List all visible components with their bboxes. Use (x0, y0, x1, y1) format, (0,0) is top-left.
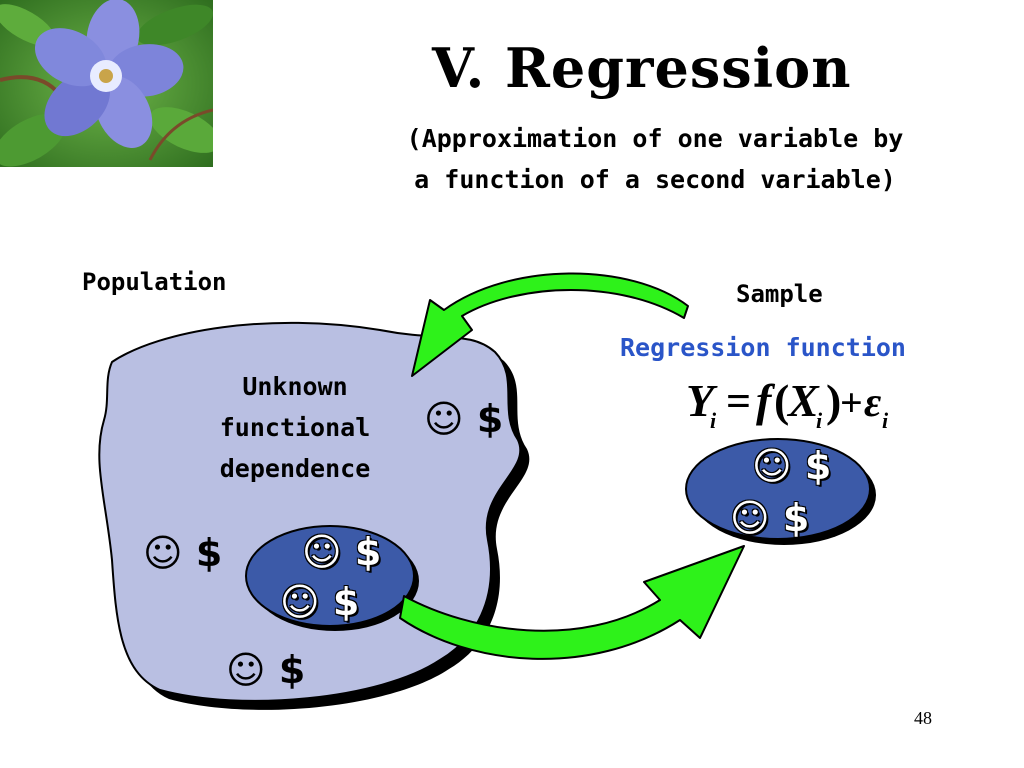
regression-equation: Y i = f ( X i ) + ε i (686, 375, 889, 433)
equation-epsilon: ε (864, 380, 881, 426)
page-number: 48 (914, 708, 932, 728)
equation-x-sub: i (816, 408, 823, 433)
unknown-dependence-label: Unknown functional dependence (219, 372, 371, 483)
equation-x: X (786, 375, 820, 426)
curved-arrow-icon (399, 545, 745, 660)
sample-label: Sample (736, 280, 823, 308)
equation-y-sub: i (710, 408, 717, 433)
subtitle-line: a function of a second variable) (414, 165, 896, 194)
equation-epsilon-sub: i (882, 408, 889, 433)
population-pair: ☺ $ (143, 531, 223, 575)
subtitle-line: (Approximation of one variable by (406, 124, 904, 153)
inner-sample-ellipse (245, 525, 415, 627)
svg-text:): ) (826, 375, 841, 426)
sample-pair: ☺ $ (730, 496, 810, 540)
equation-f: f (756, 375, 776, 426)
sample-pair: ☺ $ (752, 444, 832, 488)
page-subtitle: (Approximation of one variable by a func… (360, 118, 950, 200)
inner-sample-pair: ☺ $ (280, 580, 360, 624)
flower-photo (0, 0, 213, 167)
svg-text:(: ( (774, 375, 789, 426)
equation-plus: + (840, 380, 863, 425)
equation-y: Y (686, 375, 718, 426)
population-pair: ☺ $ (424, 397, 504, 441)
curved-arrow-icon (411, 272, 689, 377)
equation-equals: = (726, 377, 751, 426)
population-label: Population (82, 268, 227, 296)
page-title: V. Regression (432, 36, 852, 100)
regression-function-label: Regression function (620, 333, 906, 362)
sample-ellipse (685, 438, 871, 540)
population-pair: ☺ $ (226, 648, 306, 692)
inner-sample-pair: ☺ $ (302, 530, 382, 574)
